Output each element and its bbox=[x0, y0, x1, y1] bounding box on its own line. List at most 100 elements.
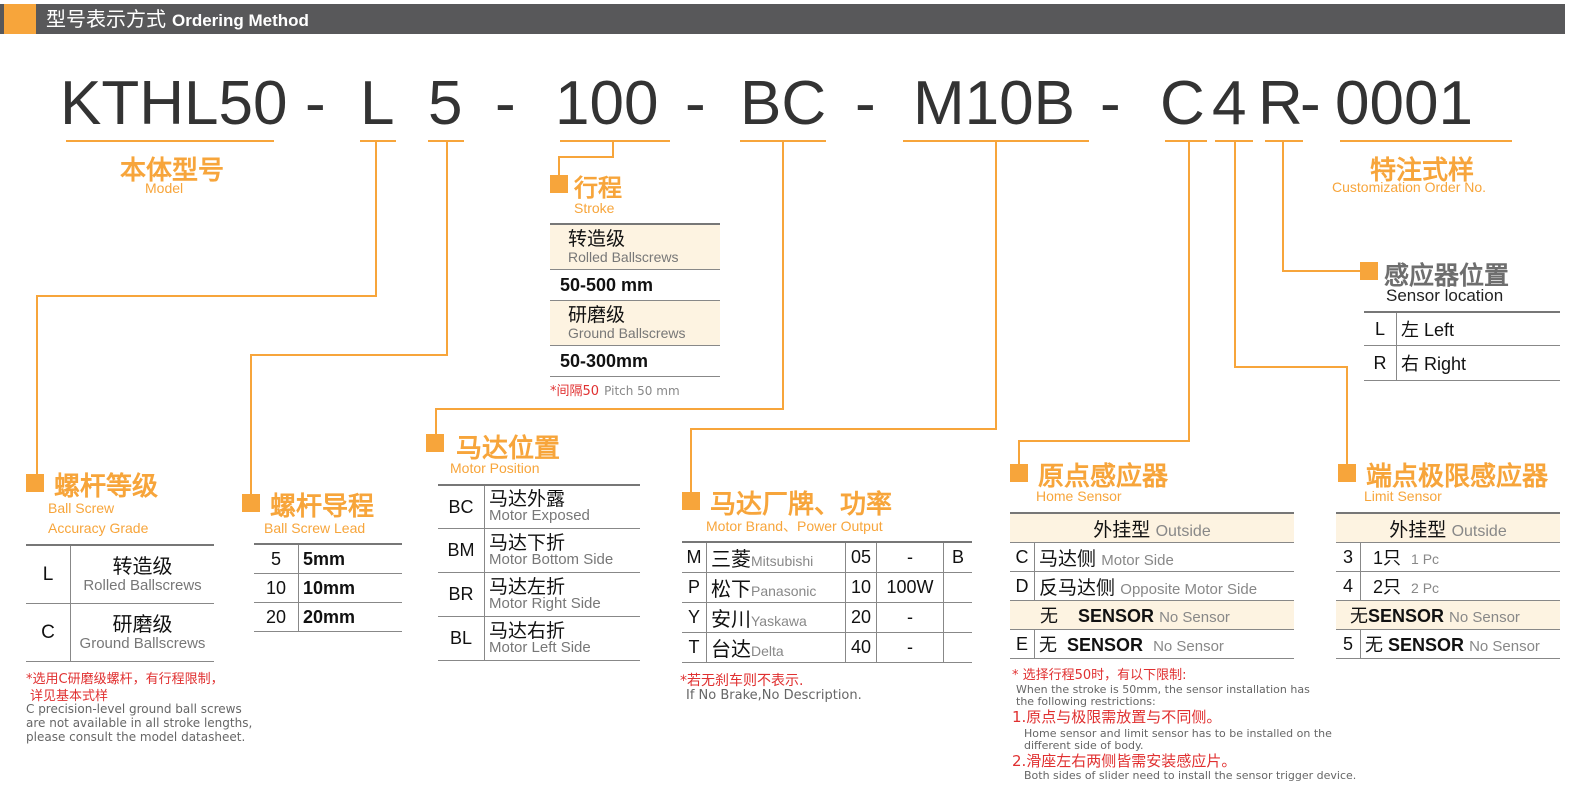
brand-cell: 安川Yaskawa bbox=[706, 602, 846, 633]
grade-cn: 转造级 bbox=[112, 555, 173, 578]
brand-brake bbox=[943, 572, 972, 603]
brand-code: Y bbox=[682, 602, 707, 633]
sensor-loc-label-cn: 感应器位置 bbox=[1384, 261, 1510, 290]
sensor-loc-cell: 右 Right bbox=[1396, 345, 1560, 381]
limit-cn: 1只 bbox=[1373, 548, 1402, 568]
stroke-range: 50-300mm bbox=[550, 345, 720, 377]
limit-head: 外挂型 Outside bbox=[1336, 513, 1560, 543]
sensor-loc-code: R bbox=[1364, 345, 1397, 381]
model-label-cn: 本体型号 bbox=[120, 156, 225, 186]
table-row: 无SENSOR No Sensor bbox=[1336, 600, 1560, 630]
underline-home bbox=[1165, 140, 1207, 142]
limit-cell: 1只 1 Pc bbox=[1360, 542, 1560, 572]
brand-note-red: *若无刹车则不表示. bbox=[680, 673, 804, 689]
code-model: KTHL50 bbox=[60, 69, 288, 138]
code-motor-brand: M10B bbox=[913, 69, 1075, 138]
grade-en: Ground Ballscrews bbox=[79, 634, 206, 652]
limit-code: 5 bbox=[1336, 629, 1361, 659]
brand-label-en: Motor Brand、Power Output bbox=[706, 518, 883, 534]
brand-power-code: 10 bbox=[845, 572, 877, 603]
grade-note-gray-1: C precision-level ground ball screws bbox=[26, 702, 242, 716]
home-cell: 无 SENSOR No Sensor bbox=[1010, 600, 1294, 630]
brand-code: T bbox=[682, 632, 707, 663]
home-head-en: Outside bbox=[1155, 522, 1211, 540]
connector bbox=[1282, 140, 1284, 272]
brand-cell: 三菱Mitsubishi bbox=[706, 542, 846, 573]
model-label-en: Model bbox=[145, 180, 184, 196]
grade-note-gray-2: are not available in all stroke lengths, bbox=[26, 716, 253, 730]
stroke-note-gray: Pitch 50 mm bbox=[604, 384, 680, 398]
lead-value: 5mm bbox=[298, 544, 402, 574]
connector bbox=[612, 140, 614, 158]
sensor-loc-marker bbox=[1360, 262, 1378, 280]
limit-sensor: SENSOR bbox=[1368, 606, 1445, 626]
lead-label-cn: 螺杆导程 bbox=[270, 492, 375, 522]
lead-code: 10 bbox=[254, 573, 299, 603]
brand-cell: 松下Panasonic bbox=[706, 572, 846, 603]
connector bbox=[690, 428, 997, 430]
code-dash-4: - bbox=[855, 69, 876, 138]
sensor-loc-en: Left bbox=[1424, 320, 1455, 340]
connector bbox=[1346, 366, 1348, 464]
code-custom: 0001 bbox=[1335, 69, 1473, 138]
brand-power-code: 40 bbox=[845, 632, 877, 663]
brand-power-code: 20 bbox=[845, 602, 877, 633]
motor-pos-label-cn: 马达位置 bbox=[456, 434, 561, 464]
table-row: 50-500 mm bbox=[550, 269, 720, 301]
stroke-grade-en: Ground Ballscrews bbox=[568, 325, 686, 341]
home-cn: 反马达侧 bbox=[1039, 577, 1116, 599]
grade-note-gray-3: please consult the model datasheet. bbox=[26, 730, 246, 744]
underline-sensor-loc bbox=[1265, 140, 1303, 142]
stroke-grade-en: Rolled Ballscrews bbox=[568, 249, 679, 265]
custom-label-cn: 特注式样 bbox=[1370, 156, 1475, 186]
brand-en: Delta bbox=[751, 643, 784, 659]
brand-brake: B bbox=[943, 542, 972, 573]
motor-pos-code: BC bbox=[438, 485, 485, 529]
brand-cell: 台达Delta bbox=[706, 632, 846, 663]
home-sensor: SENSOR bbox=[1078, 606, 1155, 626]
code-dash-6: - bbox=[1300, 69, 1321, 138]
brand-label-cn: 马达厂牌、功率 bbox=[710, 490, 893, 520]
stroke-note: *间隔50 Pitch 50 mm bbox=[550, 380, 680, 399]
home-cn: 无 bbox=[1040, 606, 1058, 626]
grade-en: Rolled Ballscrews bbox=[83, 576, 202, 594]
connector bbox=[558, 156, 560, 178]
grade-code: C bbox=[26, 603, 71, 662]
home-note-2: When the stroke is 50mm, the sensor inst… bbox=[1016, 683, 1310, 696]
motor-pos-code: BM bbox=[438, 528, 485, 573]
code-home: C bbox=[1160, 69, 1205, 138]
motor-pos-cn: 马达下折 bbox=[489, 532, 566, 554]
code-dash-5: - bbox=[1100, 69, 1121, 138]
home-cn: 马达侧 bbox=[1039, 548, 1097, 570]
brand-code: P bbox=[682, 572, 707, 603]
home-note-1: * 选择行程50时，有以下限制: bbox=[1012, 668, 1187, 683]
grade-note-red-1: *选用C研磨级螺杆，有行程限制， bbox=[26, 672, 224, 687]
connector bbox=[1188, 140, 1190, 442]
connector bbox=[36, 295, 377, 297]
stroke-range: 50-500 mm bbox=[550, 269, 720, 301]
stroke-label-cn: 行程 bbox=[574, 174, 622, 202]
motor-pos-cn: 马达右折 bbox=[489, 620, 566, 642]
motor-pos-marker bbox=[426, 434, 444, 452]
table-row: 50-300mm bbox=[550, 345, 720, 377]
code-lead: 5 bbox=[428, 69, 463, 138]
limit-code: 4 bbox=[1336, 571, 1361, 601]
